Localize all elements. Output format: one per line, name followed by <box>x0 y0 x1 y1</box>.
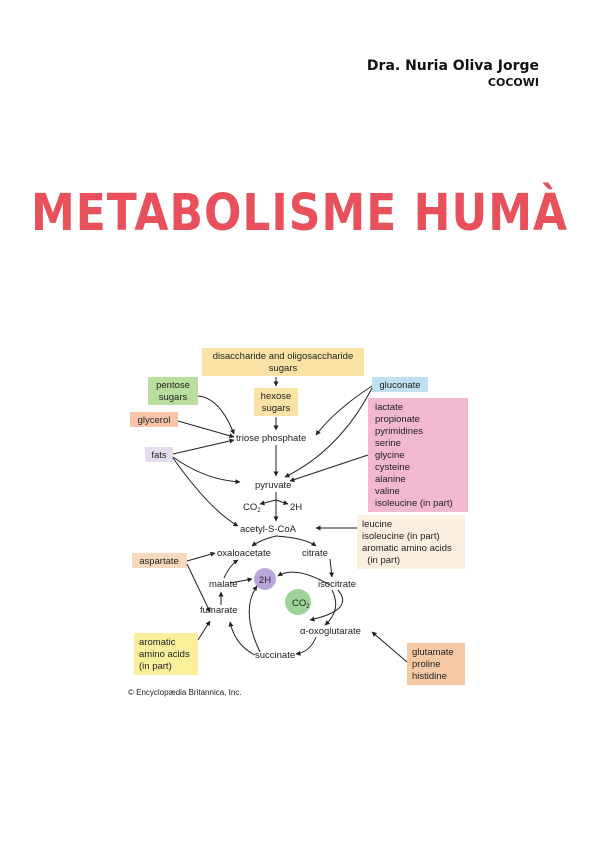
author-org: COCOWI <box>487 76 539 89</box>
label-acetyl-coa: acetyl-S-CoA <box>240 524 297 535</box>
label-center-co2: CO2 <box>292 598 310 610</box>
gluconate-label: gluconate <box>379 380 420 391</box>
label-citrate: citrate <box>302 548 328 559</box>
label-fumarate: fumarate <box>200 605 238 616</box>
label-oxoglutarate: α-oxoglutarate <box>300 626 361 637</box>
leucine-line1: leucine <box>362 519 392 530</box>
glutamate-line3: histidine <box>412 671 447 682</box>
amino-list-5: cysteine <box>375 462 410 473</box>
label-center-2h: 2H <box>259 575 271 586</box>
metabolism-diagram: disaccharide and oligosaccharide sugars … <box>120 340 480 700</box>
metabolism-diagram-svg: disaccharide and oligosaccharide sugars … <box>128 348 468 697</box>
aromatic-line2: amino acids <box>139 649 190 660</box>
amino-list-1: propionate <box>375 414 420 425</box>
label-isocitrate: isocitrate <box>318 579 356 590</box>
glycerol-box <box>130 412 178 427</box>
credit-text: © Encyclopædia Britannica, Inc. <box>128 688 242 697</box>
glutamate-line2: proline <box>412 659 441 670</box>
label-malate: malate <box>209 579 238 590</box>
center-co2-circle <box>285 589 311 615</box>
glycerol-label: glycerol <box>138 415 171 426</box>
hexose-line2: sugars <box>262 403 291 414</box>
gluconate-box <box>372 377 428 392</box>
disaccharide-line1: disaccharide and oligosaccharide <box>213 351 353 362</box>
amino-list-8: isoleucine (in part) <box>375 498 453 509</box>
aspartate-label: aspartate <box>139 556 179 567</box>
label-co2-top: CO2 <box>243 502 261 514</box>
center-2h-circle <box>254 568 276 590</box>
fats-box <box>145 447 173 462</box>
pathway-arrows <box>172 377 408 663</box>
label-oxaloacetate: oxaloacetate <box>217 548 271 559</box>
hexose-box <box>254 388 298 416</box>
leucine-box <box>357 515 465 569</box>
label-pyruvate: pyruvate <box>255 480 291 491</box>
aspartate-box <box>132 553 187 568</box>
hexose-line1: hexose <box>261 391 292 402</box>
amino-list-7: valine <box>375 486 400 497</box>
aromatic-box <box>134 633 198 675</box>
label-2h-top: 2H <box>290 502 302 513</box>
author-block: Dra. Nuria Oliva Jorge COCOWI <box>367 58 539 89</box>
disaccharide-line2: sugars <box>269 363 298 374</box>
leucine-line3: aromatic amino acids <box>362 543 452 554</box>
glutamate-box <box>407 643 465 685</box>
pentose-line2: sugars <box>159 392 188 403</box>
leucine-line4: (in part) <box>362 555 400 566</box>
label-succinate: succinate <box>255 650 295 661</box>
fats-label: fats <box>151 450 167 461</box>
amino-list-6: alanine <box>375 474 406 485</box>
aromatic-line1: aromatic <box>139 637 176 648</box>
glutamate-line1: glutamate <box>412 647 454 658</box>
amino-list-3: serine <box>375 438 401 449</box>
aromatic-line3: (in part) <box>139 661 172 672</box>
label-triose-phosphate: triose phosphate <box>236 433 306 444</box>
pentose-box <box>148 377 198 405</box>
page-title: METABOLISME HUMÀ <box>30 184 569 243</box>
author-name: Dra. Nuria Oliva Jorge <box>366 58 539 74</box>
amino-list-2: pyrimidines <box>375 426 423 437</box>
amino-list-4: glycine <box>375 450 405 461</box>
leucine-line2: isoleucine (in part) <box>362 531 440 542</box>
pentose-line1: pentose <box>156 380 190 391</box>
amino-list-box <box>368 398 468 512</box>
amino-list-0: lactate <box>375 402 403 413</box>
disaccharide-box <box>202 348 364 376</box>
